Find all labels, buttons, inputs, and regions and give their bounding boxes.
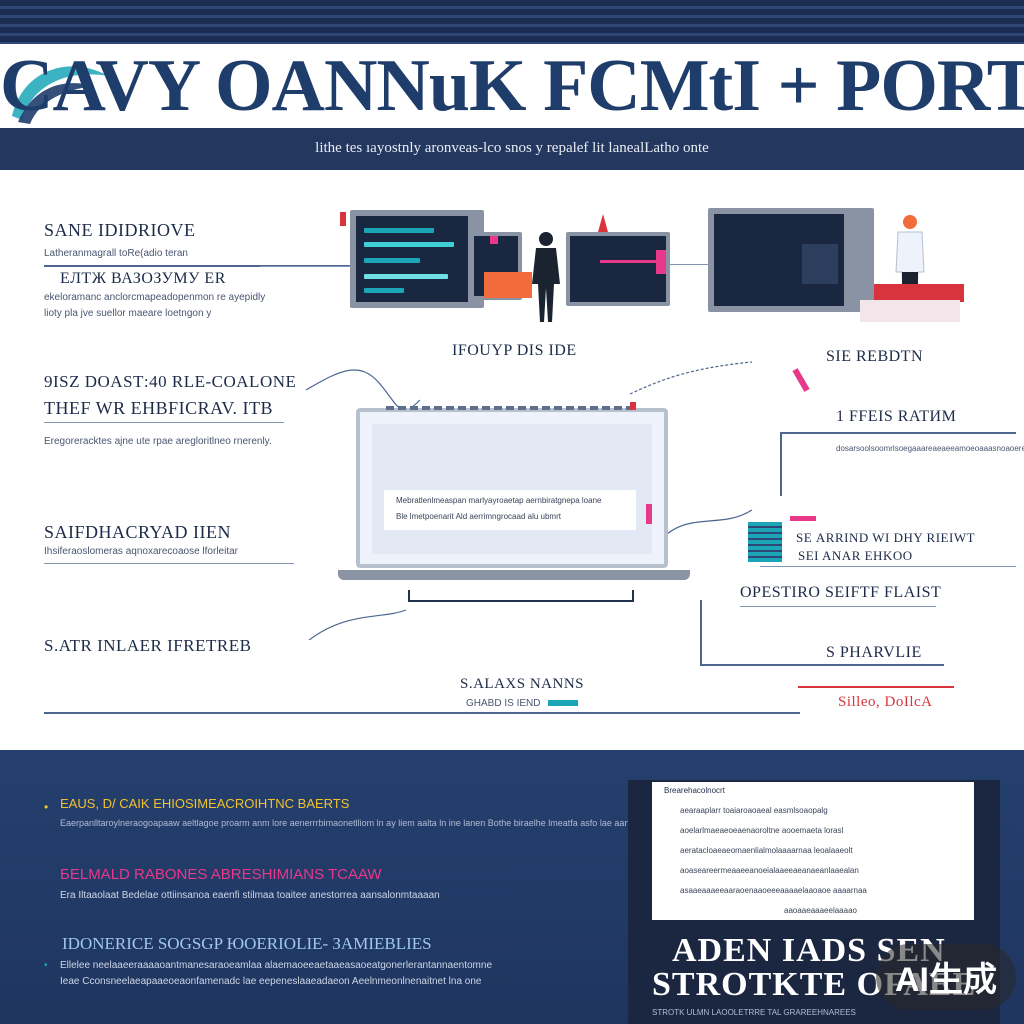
center-label-bottom-sub: GHABD IS IEND <box>466 698 541 709</box>
flag-marker <box>598 214 608 232</box>
card-line: aaoaaeaaaeelaaaao <box>784 906 857 915</box>
left-divider <box>44 422 284 423</box>
left-block2-caption: Eregoreracktes ajne ute rpae aregloritln… <box>44 436 272 447</box>
page-subtitle: lithe tes ıayostnly aronveas-lco snos y … <box>315 140 709 156</box>
monitor-left <box>350 210 484 308</box>
right-divider <box>782 432 1016 434</box>
subtitle-band <box>0 128 1024 170</box>
center-label-top: IFOUYP DIS IDE <box>452 342 577 359</box>
bottom-item3-heading: IDONERICE SOGSGP ЮOERIOLIE- ЗАМIEBLIES <box>62 934 432 953</box>
bottom-item2-text: Era Iltaaolaat Bedelae ottiinsanoa eaenf… <box>60 890 440 901</box>
title-band <box>0 44 1024 128</box>
pen-marker <box>792 368 810 392</box>
left-divider <box>44 563 294 564</box>
center-divider <box>44 712 800 714</box>
left-block2-heading: 9ISZ DOASТ:40 RLE-COАLONE <box>44 372 297 391</box>
card-line: aeratacloaeaeomaenlialmolaaaarnaa leoala… <box>680 846 853 855</box>
card-header: Brearehacolnocrt <box>664 786 725 795</box>
left-block3-heading: SAIFDHACRYAD IIEN <box>44 522 232 542</box>
left-block1-caption2: ekeloramanc anclorcmapeadopenmon re ayep… <box>44 292 266 303</box>
right-label-3: SE АRRIND WI DHY RIEIWT <box>796 530 976 545</box>
server-icon <box>748 522 782 562</box>
right-caption-2: dosarsoolsoomrlsoegaaareaeaeeamoeoaaasno… <box>836 444 1024 453</box>
desk-block <box>484 272 532 298</box>
left-block3-caption: Ihsiferaoslomeras aqnoxarecoaose lforlei… <box>44 546 238 557</box>
right-label-3b: SEI ANAR EHKOO <box>798 548 913 563</box>
left-block1-heading: SANE IDIDRIOVE <box>44 220 196 240</box>
bullet-icon: • <box>44 960 48 971</box>
card-footer: STROTK ULMN LAOOLETRRE TAL GRAREEHNAREES <box>652 1008 856 1017</box>
header-stripes <box>0 0 1024 44</box>
right-label-6: Silleo, DoIlcA <box>838 694 933 710</box>
laptop-text-line2: Ble lmetpoenarit Ald aerrimngrocaad alu … <box>396 512 561 521</box>
bottom-item3-text: Ellelee neelaaeeraaaaoantmanesaraoeamlaa… <box>60 960 493 971</box>
laptop-base <box>338 570 690 580</box>
card-line: aoelarlmaeaeoeaenaoroltne aooemaeta lora… <box>680 826 844 835</box>
card-line: aoaseareermeaaeeanoeialaaeeaeanaeanlaaea… <box>680 866 859 875</box>
left-block4-heading: S.ATR INLAER IFRETREB <box>44 636 252 655</box>
monitor-center <box>566 232 670 306</box>
info-card-panel <box>652 782 974 920</box>
left-block1-heading2: ЕЛТЖ ВАЗОЗУМУ ЕR <box>60 270 226 287</box>
monitor-screen <box>356 216 468 302</box>
left-divider <box>44 265 364 267</box>
left-block1-caption3: lioty pla jve suellor maeare loetngon y <box>44 308 212 319</box>
bottom-item1-text: Eaerpanlltaroylneraogoapaaw aeltlagoe pr… <box>60 818 672 828</box>
bottom-item1-heading: EAUS, D/ CAIK EHIOSIMEACROIHTNC BAERTS <box>60 796 350 811</box>
ai-badge-label: AI生成 <box>895 961 997 999</box>
right-label-5: S PHARVLIE <box>826 644 922 661</box>
right-label-2: 1 FFEIS RATИМ <box>836 408 957 425</box>
ai-badge <box>876 944 1016 1010</box>
card-line: asaaeaaaeeaaraoenaaoeeeaaaaelaaoaoe aaaa… <box>680 886 867 895</box>
laptop-display <box>372 424 652 554</box>
left-block2-heading2: THEF WR EHBFICRAV. ITB <box>44 398 274 418</box>
desk-red <box>874 284 964 302</box>
person-figure <box>532 232 560 322</box>
card-line: aearaaplarr toaiaroaoaeal easmlsoaopalg <box>680 806 828 815</box>
marker-tick <box>340 212 346 226</box>
right-label-1: SIE REBDTN <box>826 348 923 365</box>
left-block1-caption: Latheranmagrall toRe(adio teran <box>44 248 188 259</box>
bullet-icon: • <box>44 800 49 814</box>
swoosh-graphic <box>12 66 108 124</box>
laptop-text-panel <box>384 490 636 530</box>
center-label-bottom: S.ALAXS NANNS <box>460 676 585 692</box>
page-title: CAVY OANNuK FCMtI + PORTS <box>0 45 1024 127</box>
right-label-4: OPESTIRO SEIFTF FLAIST <box>740 584 942 601</box>
laptop-text-line1: Mebratlenlmeaspan marlyayroaetap aernbir… <box>396 496 602 505</box>
bottom-item2-heading: БELMALD RABONES ABRESHIMIANS TCAAW <box>60 866 382 883</box>
bottom-item3-text2: Ieae Cconsneelaeapaaeoeaonfamenadc lae e… <box>60 976 482 987</box>
monitor-right <box>708 208 874 312</box>
